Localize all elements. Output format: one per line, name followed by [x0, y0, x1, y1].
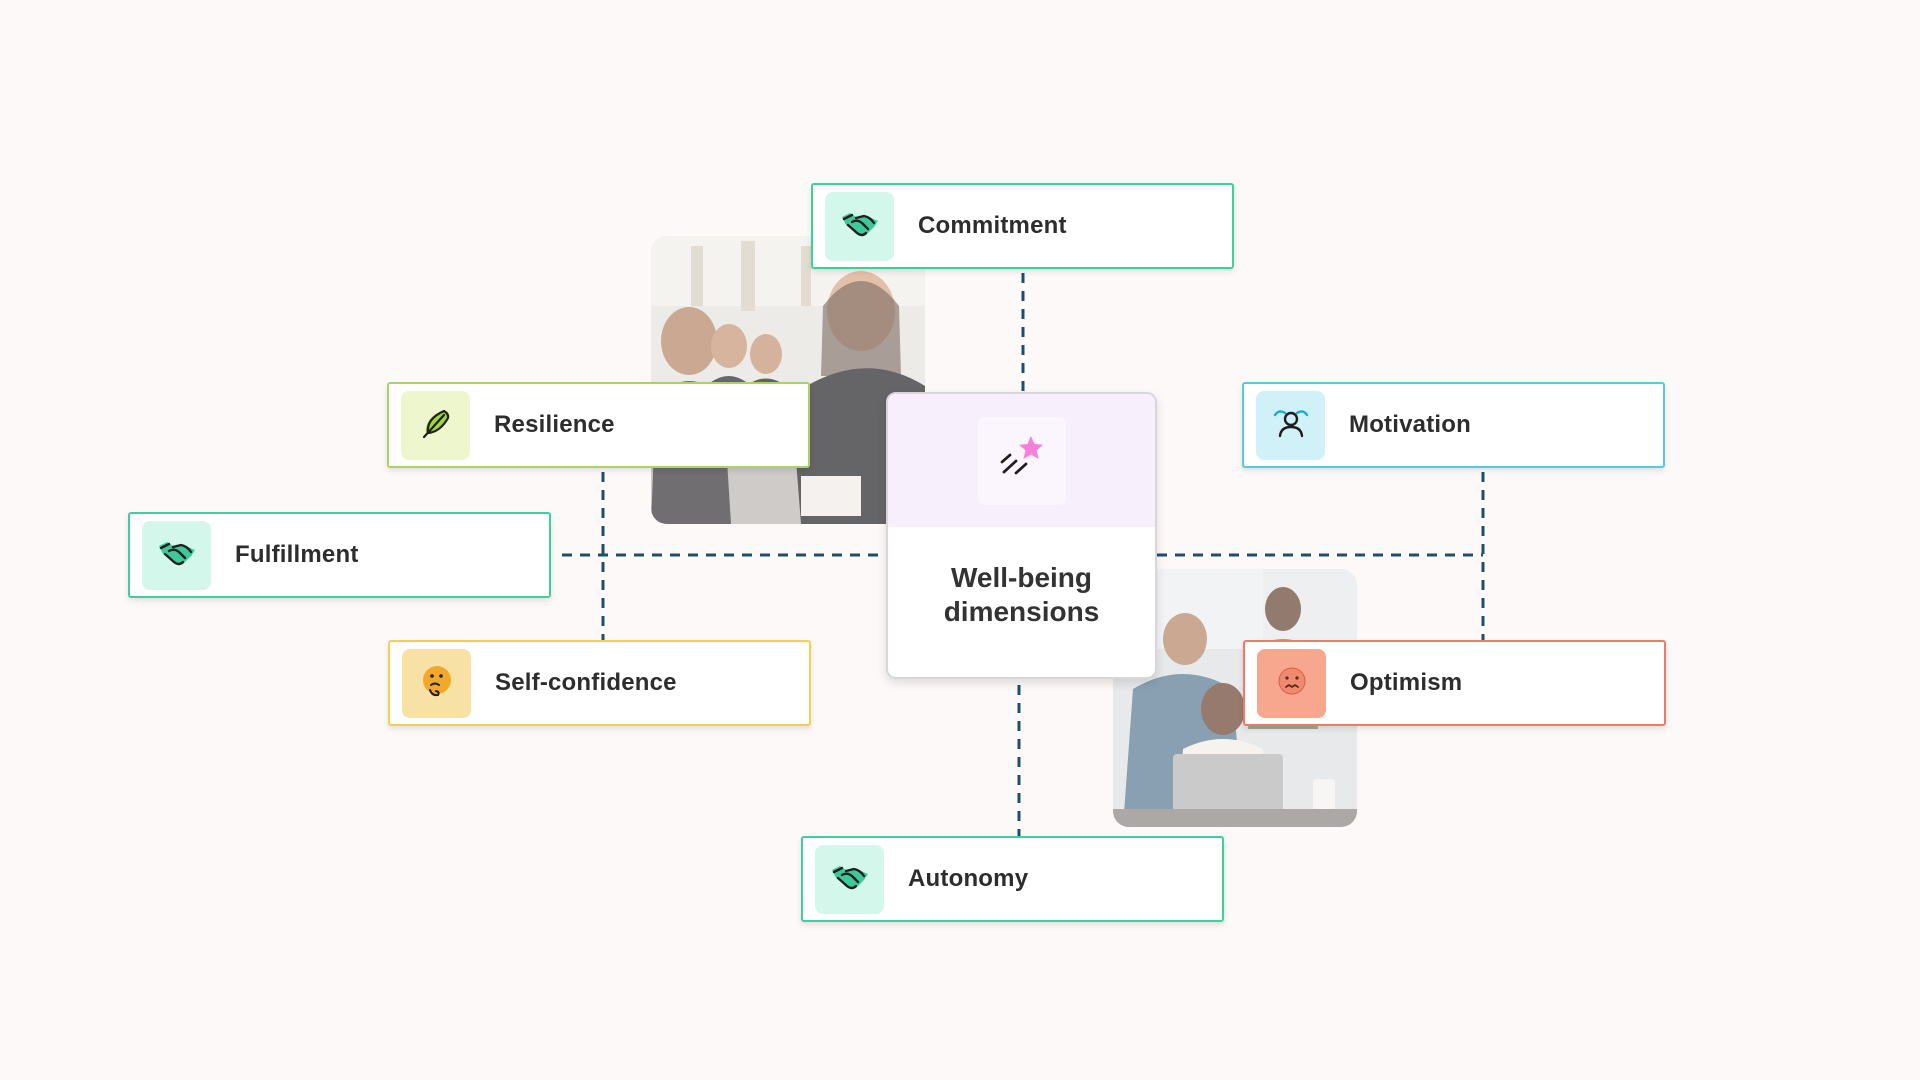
handshake-icon	[830, 862, 870, 897]
dimension-label: Fulfillment	[235, 541, 359, 568]
person-wave-icon	[1271, 405, 1311, 446]
icon-box	[1256, 390, 1325, 460]
dimension-label: Commitment	[918, 212, 1067, 239]
dimension-card-autonomy[interactable]: Autonomy	[801, 836, 1224, 922]
team-photo-top	[651, 236, 925, 524]
icon-tile	[977, 416, 1066, 505]
dimension-label: Self-confidence	[495, 669, 677, 696]
icon-box	[401, 390, 470, 460]
center-title: Well-being dimensions	[943, 562, 1100, 627]
dimension-card-commitment[interactable]: Commitment	[811, 183, 1234, 269]
dimension-card-motivation[interactable]: Motivation	[1242, 382, 1665, 468]
dimension-label: Motivation	[1349, 411, 1471, 438]
dimension-card-resilience[interactable]: Resilience	[387, 382, 810, 468]
emoji-worried-icon	[1273, 662, 1311, 705]
icon-box	[402, 648, 471, 718]
icon-box	[1257, 648, 1326, 718]
dimension-card-self-confidence[interactable]: Self-confidence	[388, 640, 811, 726]
dimension-card-optimism[interactable]: Optimism	[1243, 640, 1666, 726]
icon-box	[825, 191, 894, 261]
dimension-label: Resilience	[494, 411, 615, 438]
icon-box	[815, 844, 884, 914]
center-card: Well-being dimensions	[886, 392, 1157, 679]
shooting-star-icon	[996, 432, 1048, 489]
center-card-header	[888, 394, 1155, 527]
emoji-thinking-icon	[418, 662, 456, 705]
icon-box	[142, 520, 211, 590]
dimension-card-fulfillment[interactable]: Fulfillment	[128, 512, 551, 598]
handshake-icon	[840, 209, 880, 244]
handshake-icon	[157, 538, 197, 573]
feather-icon	[418, 405, 454, 446]
dimension-label: Autonomy	[908, 865, 1029, 892]
dimension-label: Optimism	[1350, 669, 1463, 696]
